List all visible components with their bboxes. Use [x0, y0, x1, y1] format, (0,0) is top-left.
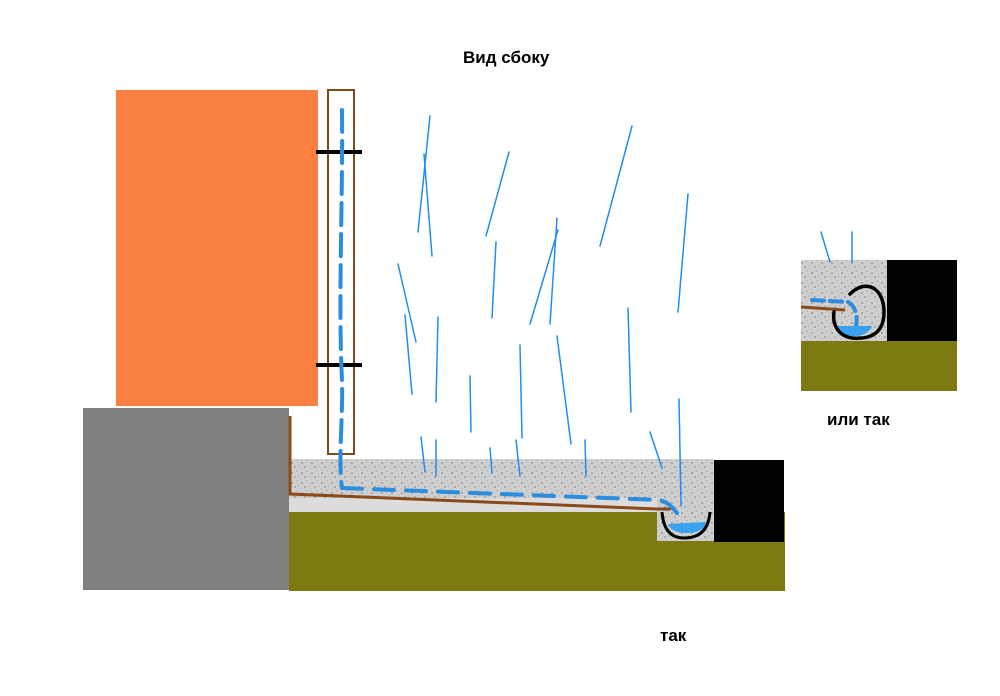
- foundation-block: [83, 408, 289, 590]
- alt-rain-streaks: [820, 231, 853, 263]
- alt-curb-block: [887, 260, 957, 341]
- rain-streaks: [397, 115, 689, 507]
- water-flow-pipe: [338, 108, 345, 490]
- alt-membrane: [800, 305, 846, 312]
- alt-gutter-water: [836, 326, 872, 336]
- gutter-water: [668, 522, 706, 533]
- waterproof-membrane: [288, 416, 671, 511]
- alt-water-flow: [810, 298, 859, 328]
- caption-alt-variant: или так: [827, 410, 890, 429]
- caption-main-variant: так: [660, 626, 687, 645]
- drain-gutter: [660, 511, 712, 540]
- diagram-title: Вид сбоку: [463, 48, 550, 67]
- alt-soil-layer: [801, 341, 957, 391]
- alt-drain-gutter: [831, 284, 886, 341]
- house-wall: [116, 90, 318, 406]
- water-flow-surface: [340, 486, 684, 525]
- curb-block: [714, 460, 784, 542]
- gravel-layer: [289, 459, 714, 498]
